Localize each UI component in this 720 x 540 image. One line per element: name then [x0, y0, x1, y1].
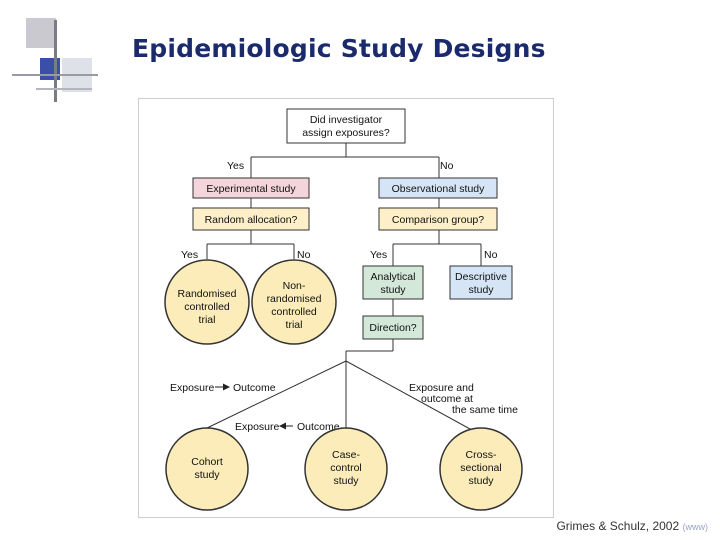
- citation-text: Grimes & Schulz, 2002: [556, 519, 680, 533]
- same-time-line-1: Exposure and: [409, 382, 474, 394]
- analytical-line-2: study: [380, 284, 406, 296]
- non-rct-line-4: trial: [286, 319, 303, 331]
- case-control-line-3: study: [333, 475, 359, 487]
- analytical-line-1: Analytical: [371, 271, 416, 283]
- cohort-line-1: Cohort: [191, 456, 223, 468]
- citation: Grimes & Schulz, 2002 (www): [556, 519, 708, 533]
- comparison-group-label: Comparison group?: [392, 214, 484, 226]
- case-control-line-2: control: [330, 462, 362, 474]
- root-question-line-1: Did investigator: [310, 114, 383, 126]
- same-time-line-3: the same time: [452, 404, 518, 416]
- non-rct-line-3: controlled: [271, 306, 317, 318]
- root-question-box: [286, 108, 406, 144]
- outcome-exposure-exposure-label: Exposure: [235, 421, 280, 433]
- same-time-line-2: outcome at: [421, 393, 473, 405]
- descriptive-line-1: Descriptive: [455, 271, 507, 283]
- outcome-exposure-outcome-label: Outcome: [297, 421, 340, 433]
- observational-study-label: Observational study: [392, 183, 486, 195]
- exposure-outcome-exposure-label: Exposure: [170, 382, 215, 394]
- cohort-line-2: study: [194, 469, 220, 481]
- study-design-flowchart: Did investigator assign exposures? Yes N…: [138, 98, 554, 518]
- corner-line-horizontal: [12, 74, 98, 76]
- cross-sectional-line-1: Cross-: [466, 449, 497, 461]
- random-allocation-box: [192, 207, 310, 231]
- rct-line-3: trial: [199, 314, 216, 326]
- comparison-group-no-label: No: [484, 249, 498, 261]
- random-allocation-yes-label: Yes: [181, 249, 198, 261]
- case-control-line-1: Case-: [332, 449, 361, 461]
- descriptive-line-2: study: [468, 284, 494, 296]
- analytical-study-box: [362, 265, 424, 300]
- random-allocation-label: Random allocation?: [205, 214, 298, 226]
- flowchart-svg: Did investigator assign exposures? Yes N…: [164, 108, 523, 511]
- experimental-study-label: Experimental study: [206, 183, 296, 195]
- cohort-study-circle: [165, 427, 249, 511]
- corner-line-horizontal-2: [36, 88, 92, 90]
- cross-sectional-line-3: study: [468, 475, 494, 487]
- non-rct-line-1: Non-: [283, 280, 306, 292]
- rct-circle: [164, 259, 250, 345]
- slide-title: Epidemiologic Study Designs: [132, 34, 546, 63]
- non-rct-circle: [251, 259, 337, 345]
- root-question-line-2: assign exposures?: [302, 127, 390, 139]
- corner-line-vertical: [54, 20, 57, 102]
- citation-link[interactable]: (www): [682, 522, 709, 532]
- cross-sectional-study-circle: [439, 427, 523, 511]
- observational-study-box: [378, 177, 498, 199]
- case-control-study-circle: [304, 427, 388, 511]
- corner-square-light-1: [26, 18, 56, 48]
- corner-square-blue: [40, 58, 60, 80]
- rct-line-1: Randomised: [178, 288, 237, 300]
- root-no-label: No: [440, 160, 454, 172]
- connector-lines: [206, 143, 482, 436]
- rct-line-2: controlled: [184, 301, 230, 313]
- direction-label: Direction?: [369, 322, 416, 334]
- non-rct-line-2: randomised: [267, 293, 322, 305]
- cross-sectional-line-2: sectional: [460, 462, 501, 474]
- root-yes-label: Yes: [227, 160, 244, 172]
- comparison-group-box: [378, 207, 498, 231]
- experimental-study-box: [192, 177, 310, 199]
- exposure-outcome-outcome-label: Outcome: [233, 382, 276, 394]
- descriptive-study-box: [449, 265, 513, 300]
- random-allocation-no-label: No: [297, 249, 311, 261]
- direction-box: [362, 315, 424, 340]
- comparison-group-yes-label: Yes: [370, 249, 387, 261]
